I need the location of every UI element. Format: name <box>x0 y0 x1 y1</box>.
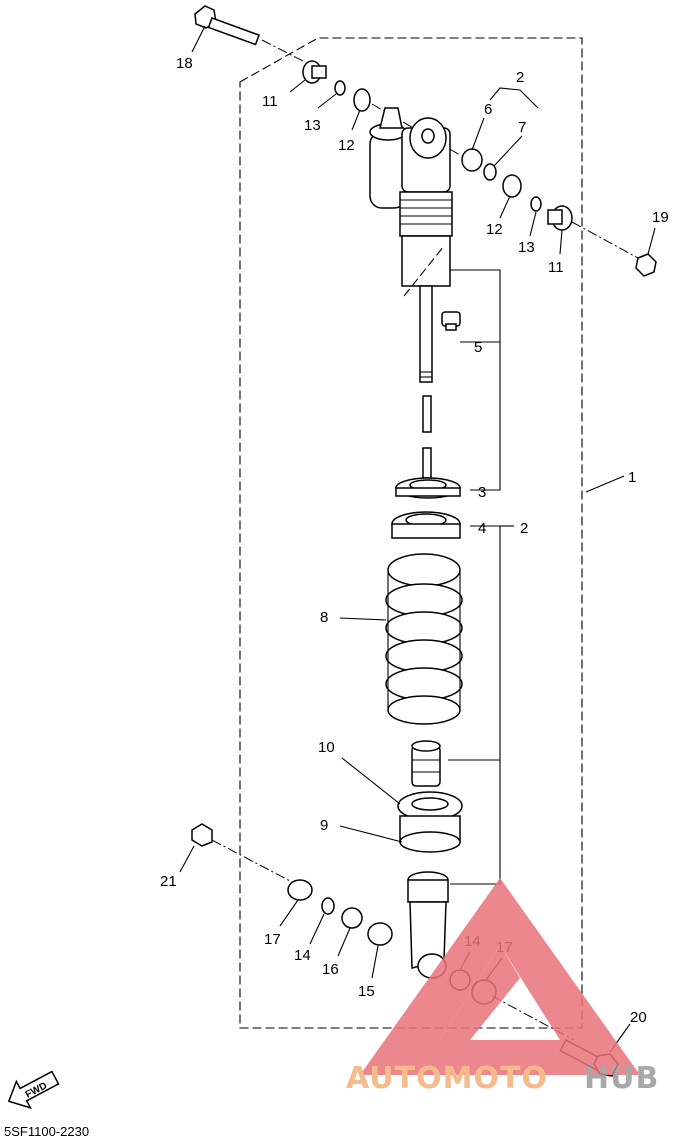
callout-17-left: 17 <box>264 931 281 948</box>
bump-stop-10 <box>411 740 441 787</box>
fwd-arrow: FWD <box>7 1070 60 1110</box>
nut-21 <box>191 823 213 847</box>
watermark-logo: AUTOMOTO HUB <box>346 878 659 1096</box>
callout-12-right: 12 <box>486 221 503 238</box>
callout-18: 18 <box>176 55 193 72</box>
collar-11-top <box>302 60 327 84</box>
callout-3: 3 <box>478 484 486 501</box>
callout-4: 4 <box>478 520 486 537</box>
callout-19: 19 <box>652 209 669 226</box>
rod-piece-lower <box>422 447 432 479</box>
locknut-3 <box>395 477 461 499</box>
callout-11-right: 11 <box>548 259 564 276</box>
spring-8 <box>385 553 463 725</box>
assembly-boundary <box>239 37 583 1029</box>
callout-13-right: 13 <box>518 239 535 256</box>
adjuster-4 <box>391 511 461 539</box>
callout-5: 5 <box>474 339 482 356</box>
callout-2-top: 2 <box>516 69 524 86</box>
callout-6: 6 <box>484 101 492 118</box>
bushing-16 <box>341 907 363 929</box>
drawing-code: 5SF1100-2230 <box>4 1124 89 1139</box>
callout-14-left: 14 <box>294 947 311 964</box>
rod-piece <box>422 395 432 433</box>
bushing-12-top <box>353 88 371 112</box>
spring-guide-9 <box>397 791 463 853</box>
shock-absorber-body <box>369 107 453 383</box>
callout-16: 16 <box>322 961 339 978</box>
fwd-label: FWD <box>24 1080 49 1100</box>
watermark-text-part1: AUTOMOTO <box>346 1061 548 1096</box>
callout-8: 8 <box>320 609 328 626</box>
circlip-13-top <box>334 80 346 96</box>
callout-9: 9 <box>320 817 328 834</box>
callout-13-top: 13 <box>304 117 321 134</box>
bushing-6 <box>461 148 483 172</box>
callout-10: 10 <box>318 739 335 756</box>
screw-5 <box>441 311 461 331</box>
collar-11-right <box>547 205 573 231</box>
circlip-7 <box>483 163 497 181</box>
circlip-13-right <box>530 196 542 212</box>
callout-1: 1 <box>628 469 636 486</box>
callout-20: 20 <box>630 1009 647 1026</box>
callout-12-top: 12 <box>338 137 355 154</box>
bushing-12-right <box>502 174 522 198</box>
callout-15: 15 <box>358 983 375 1000</box>
callout-7: 7 <box>518 119 526 136</box>
watermark-triangle <box>360 878 640 1075</box>
nut-19 <box>635 253 657 277</box>
bolt-18 <box>194 5 260 46</box>
callout-21: 21 <box>160 873 177 890</box>
callout-11-top: 11 <box>262 93 278 110</box>
watermark-text-part2: HUB <box>584 1061 659 1096</box>
circlip-14-left <box>321 897 335 915</box>
lower-clevis <box>407 871 449 979</box>
bushing-15 <box>367 922 393 946</box>
callout-2-mid: 2 <box>520 520 528 537</box>
collar-17-left <box>287 879 313 901</box>
